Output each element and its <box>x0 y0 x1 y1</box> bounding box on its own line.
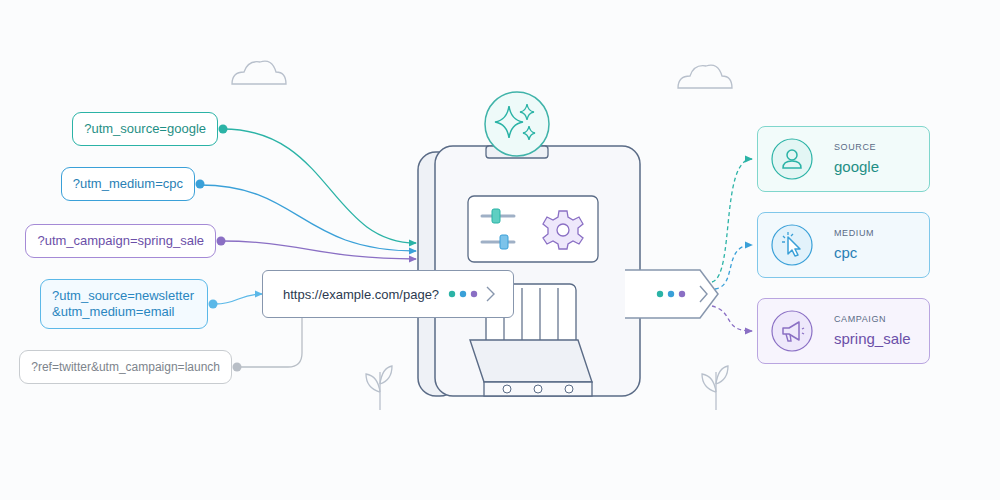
card-icon <box>771 224 813 266</box>
param-pill: ?utm_source=google <box>72 112 218 146</box>
connector <box>215 294 262 304</box>
url-bar: https://example.com/page? <box>262 270 514 318</box>
output-card: CAMPAIGN spring_sale <box>757 298 930 364</box>
field-name: MEDIUM <box>834 227 917 240</box>
field-name: SOURCE <box>834 141 917 154</box>
field-value: google <box>834 157 917 177</box>
param-text: ?utm_medium=cpc <box>73 176 183 191</box>
url-text: https://example.com/page? <box>283 287 439 302</box>
output-card: SOURCE google <box>757 126 930 192</box>
param-pill: ?utm_medium=cpc <box>61 167 195 201</box>
field-name: CAMPAIGN <box>834 313 917 326</box>
field-value: cpc <box>834 243 917 263</box>
param-text: ?utm_campaign=spring_sale <box>37 233 204 248</box>
card-icon <box>771 138 813 180</box>
param-pill: ?utm_source=newsletter &utm_medium=email <box>40 279 208 329</box>
param-text: ?utm_source=google <box>84 121 206 136</box>
card-icon <box>771 310 813 352</box>
url-dots <box>447 284 499 304</box>
connector <box>239 318 302 367</box>
param-text: ?utm_source=newsletter &utm_medium=email <box>52 288 194 319</box>
output-card: MEDIUM cpc <box>757 212 930 278</box>
param-text: ?ref=twitter&utm_campaign=launch <box>31 360 220 374</box>
field-value: spring_sale <box>834 329 917 349</box>
param-pill: ?ref=twitter&utm_campaign=launch <box>19 350 232 384</box>
param-pill: ?utm_campaign=spring_sale <box>25 224 216 258</box>
